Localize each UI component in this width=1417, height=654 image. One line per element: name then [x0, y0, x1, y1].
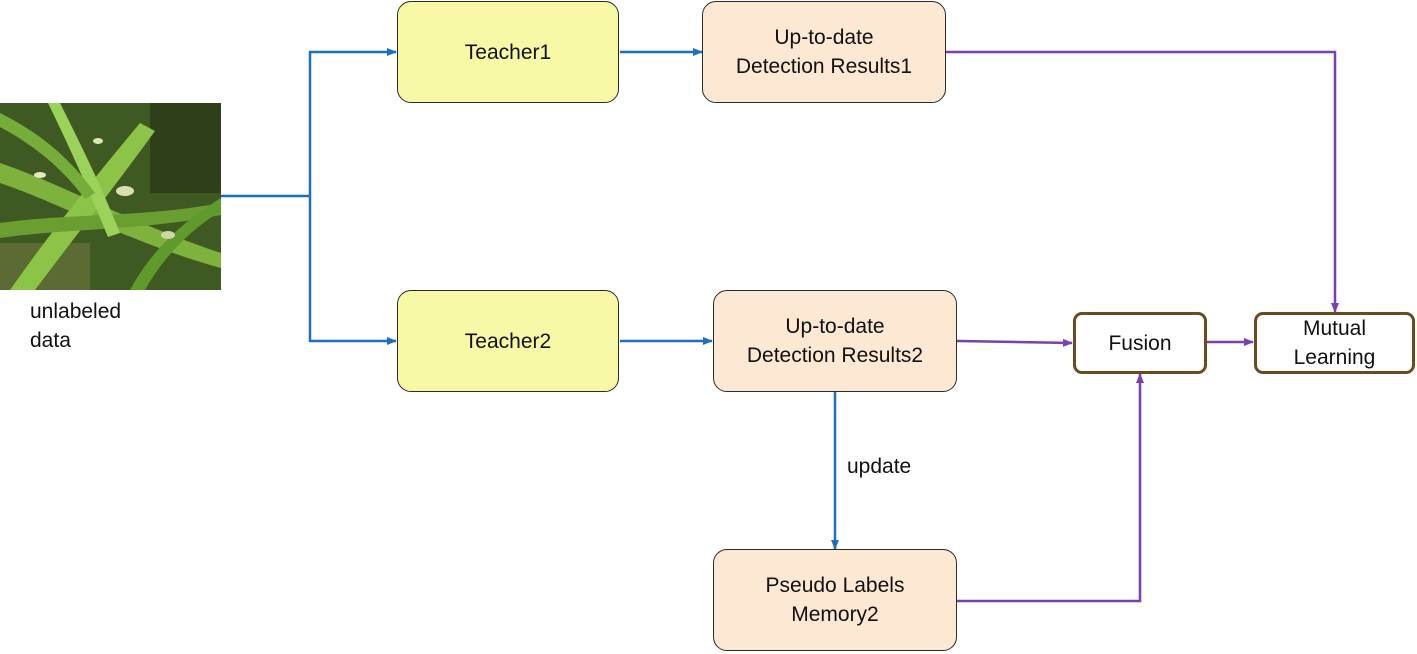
edge-results1-to-mutual-learning: [946, 50, 1339, 313]
mutual-learning-box: Mutual Learning: [1254, 312, 1415, 374]
unlabeled-data-caption: unlabeled data: [30, 300, 122, 352]
teacher2-box: Teacher2: [397, 290, 619, 392]
detection-results2-box: Up-to-date Detection Results2: [713, 290, 957, 392]
mutual-learning-label: Mutual Learning: [1293, 317, 1376, 369]
unlabeled-data-image: [0, 103, 221, 290]
edge-input-to-teacher1: [308, 48, 397, 196]
pseudo-labels-memory2-box: Pseudo Labels Memory2: [713, 549, 957, 651]
edge-results2-to-fusion: [956, 338, 1073, 347]
detection-results2-label: Up-to-date Detection Results2: [746, 315, 924, 367]
detection-results1-box: Up-to-date Detection Results1: [702, 1, 946, 103]
pseudo-labels-memory2-label: Pseudo Labels Memory2: [765, 574, 905, 626]
teacher2-label: Teacher2: [464, 329, 552, 353]
teacher1-label: Teacher1: [464, 40, 552, 64]
update-edge-label: update: [847, 455, 912, 478]
edge-memory2-to-fusion: [957, 373, 1144, 603]
teacher1-box: Teacher1: [397, 1, 619, 103]
fusion-box: Fusion: [1073, 312, 1207, 374]
detection-results1-label: Up-to-date Detection Results1: [735, 26, 913, 78]
edge-input-to-teacher2: [308, 196, 397, 345]
fusion-label: Fusion: [1108, 331, 1172, 355]
